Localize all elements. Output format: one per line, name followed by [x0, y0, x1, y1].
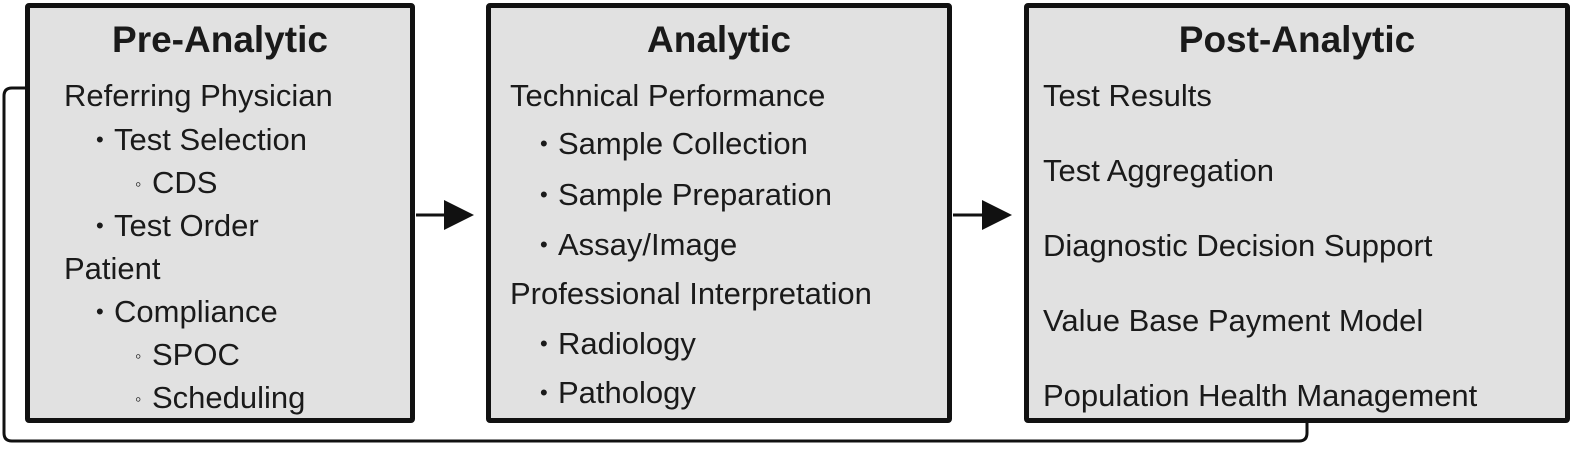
post-analytic-stage: Post-Analytic Test Results Test Aggregat… — [1024, 3, 1570, 423]
bullet-icon: • — [96, 127, 104, 152]
list-item-test-order: •Test Order — [96, 208, 259, 243]
list-item-cds: ◦CDS — [135, 165, 218, 200]
analytic-stage: Analytic Technical Performance •Sample C… — [486, 3, 952, 423]
bullet-icon: • — [96, 213, 104, 238]
list-item-value-base-payment-model: Value Base Payment Model — [1043, 303, 1424, 338]
list-item-pathology: •Pathology — [540, 375, 696, 410]
post-analytic-title: Post-Analytic — [1178, 19, 1416, 60]
bullet-icon: • — [540, 182, 548, 207]
pre-analytic-title: Pre-Analytic — [112, 19, 328, 60]
list-item-test-selection: •Test Selection — [96, 122, 307, 157]
bullet-icon: • — [540, 232, 548, 257]
list-item-population-health-management: Population Health Management — [1043, 378, 1478, 413]
list-item-compliance: •Compliance — [96, 294, 278, 329]
sub-bullet-icon: ◦ — [135, 389, 142, 409]
list-item-professional-interpretation: Professional Interpretation — [510, 276, 872, 311]
bullet-icon: • — [540, 331, 548, 356]
list-item-spoc: ◦SPOC — [135, 337, 240, 372]
list-item-radiology: •Radiology — [540, 326, 696, 361]
list-item-referring-physician: Referring Physician — [64, 78, 333, 113]
sub-bullet-icon: ◦ — [135, 174, 142, 194]
list-item-test-aggregation: Test Aggregation — [1043, 153, 1274, 188]
list-item-test-results: Test Results — [1043, 78, 1212, 113]
analytic-title: Analytic — [647, 19, 791, 60]
list-item-scheduling: ◦Scheduling — [135, 380, 306, 415]
list-item-patient: Patient — [64, 251, 161, 286]
bullet-icon: • — [540, 131, 548, 156]
bullet-icon: • — [540, 380, 548, 405]
list-item-sample-preparation: •Sample Preparation — [540, 177, 832, 212]
list-item-technical-performance: Technical Performance — [510, 78, 826, 113]
feedback-loop-arrow — [2, 73, 1309, 443]
pre-analytic-stage: Pre-Analytic Referring Physician •Test S… — [25, 3, 415, 423]
bullet-icon: • — [96, 299, 104, 324]
sub-bullet-icon: ◦ — [135, 346, 142, 366]
list-item-assay-image: •Assay/Image — [540, 227, 738, 262]
list-item-sample-collection: •Sample Collection — [540, 126, 808, 161]
list-item-diagnostic-decision-support: Diagnostic Decision Support — [1043, 228, 1433, 263]
